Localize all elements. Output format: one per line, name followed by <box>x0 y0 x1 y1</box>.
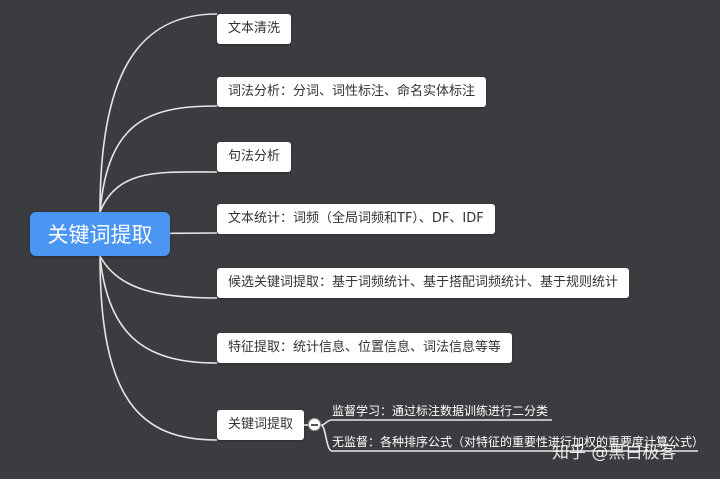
branch-text-cleaning[interactable]: 文本清洗 <box>217 14 292 44</box>
branch-text-statistics[interactable]: 文本统计：词频（全局词频和TF）、DF、IDF <box>217 204 495 234</box>
connector-7 <box>99 255 218 441</box>
connector-3 <box>99 171 218 213</box>
collapse-toggle-icon[interactable] <box>308 418 321 431</box>
connector-sub-2 <box>320 424 698 452</box>
root-node[interactable]: 关键词提取 <box>30 212 170 256</box>
watermark: 知乎 @黑白极客 <box>552 443 677 463</box>
connector-1 <box>99 13 218 213</box>
branch-candidate-extraction[interactable]: 候选关键词提取：基于词频统计、基于搭配词频统计、基于规则统计 <box>217 268 630 298</box>
branch-lexical-analysis[interactable]: 词法分析：分词、词性标注、命名实体标注 <box>217 77 487 107</box>
connector-sub-1 <box>320 419 552 426</box>
branch-feature-extraction[interactable]: 特征提取：统计信息、位置信息、词法信息等等 <box>217 333 513 363</box>
branch-keyword-extraction[interactable]: 关键词提取 <box>217 410 305 440</box>
branch-syntactic-analysis[interactable]: 句法分析 <box>217 142 292 172</box>
connector-6 <box>99 255 218 364</box>
sub-unsupervised[interactable]: 无监督：各种排序公式（对特征的重要性进行加权的重要度计算公式） <box>332 435 705 449</box>
connector-5 <box>99 255 218 299</box>
connector-2 <box>99 105 218 213</box>
sub-supervised-learning[interactable]: 监督学习：通过标注数据训练进行二分类 <box>332 404 549 418</box>
